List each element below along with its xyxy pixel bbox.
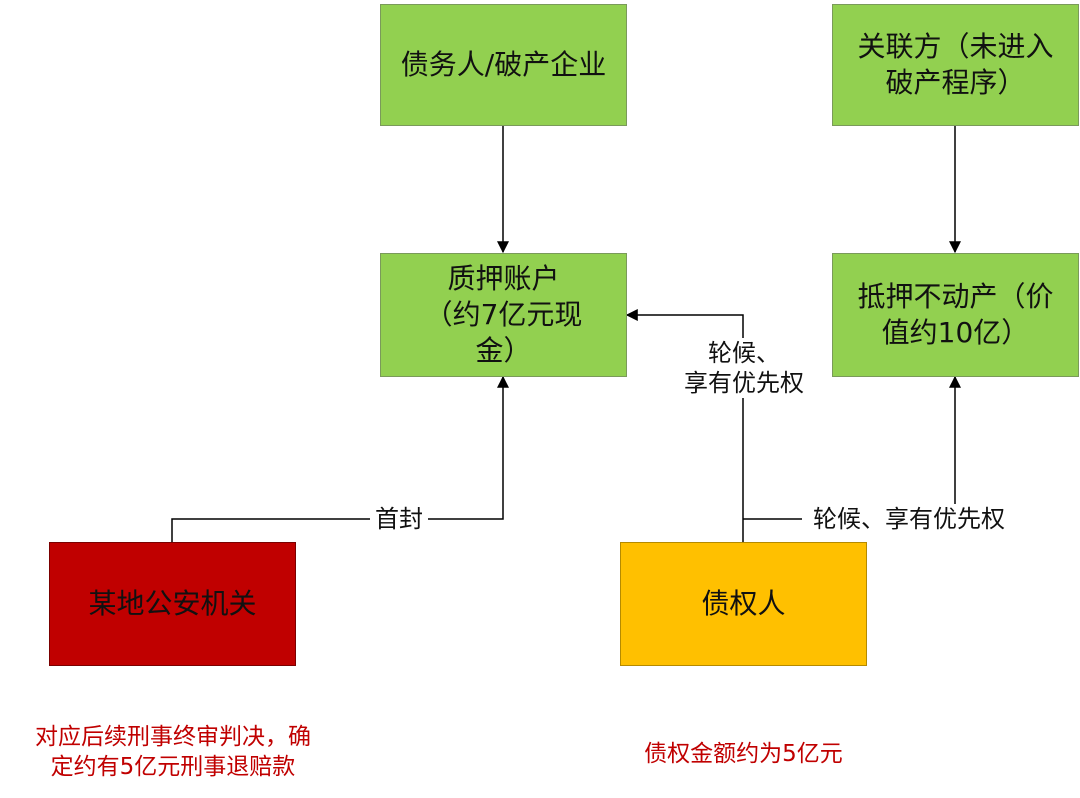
creditor-node: 债权人 — [620, 542, 867, 666]
mortgaged-property-node: 抵押不动产（价 值约10亿） — [832, 253, 1079, 377]
police-node: 某地公安机关 — [49, 542, 296, 666]
related-party-node: 关联方（未进入 破产程序） — [832, 4, 1079, 126]
wait-seal-account-label: 轮候、 享有优先权 — [676, 338, 812, 398]
pledged-account-node: 质押账户 （约7亿元现 金） — [380, 253, 627, 377]
wait-seal-property-label: 轮候、享有优先权 — [802, 504, 1016, 534]
arrow-creditor-to-account — [625, 309, 744, 542]
police-note: 对应后续刑事终审判决，确 定约有5亿元刑事退赔款 — [35, 724, 311, 780]
debtor-node: 债务人/破产企业 — [380, 4, 627, 126]
arrow-police-to-account — [171, 375, 509, 542]
arrow-creditor-to-property — [743, 375, 961, 520]
creditor-note: 债权金额约为5亿元 — [644, 741, 843, 767]
first-seal-label: 首封 — [370, 504, 428, 534]
